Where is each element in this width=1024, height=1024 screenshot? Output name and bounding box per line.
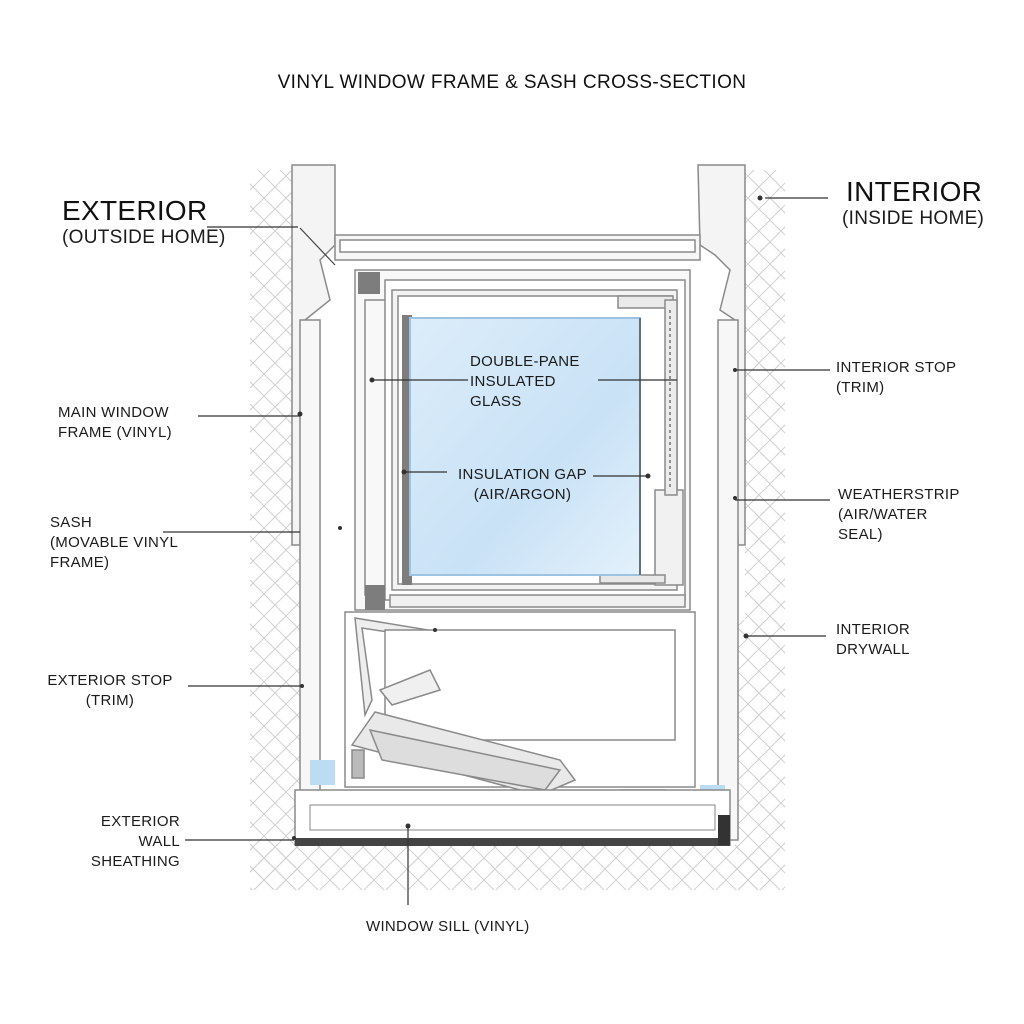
int-stop-label-line: INTERIOR STOP — [836, 359, 957, 376]
interior-sub: (INSIDE HOME) — [842, 208, 985, 229]
exterior-label: EXTERIOR (OUTSIDE HOME) — [62, 195, 226, 249]
exterior-sub: (OUTSIDE HOME) — [62, 227, 226, 248]
diagram-title: VINYL WINDOW FRAME & SASH CROSS-SECTION — [277, 72, 747, 93]
sash-label-line: FRAME) — [50, 554, 110, 571]
interior-wall-hatch — [735, 170, 785, 890]
lower-sash — [310, 611, 725, 810]
exterior-heading: EXTERIOR — [62, 195, 208, 226]
window-sill — [294, 789, 731, 846]
main-frame-label: MAIN WINDOW FRAME (VINYL) — [58, 403, 172, 443]
interior-label: INTERIOR (INSIDE HOME) — [842, 176, 984, 230]
ext-wall-label-line: SHEATHING — [90, 853, 180, 870]
exterior-stop-label: EXTERIOR STOP (TRIM) — [36, 671, 184, 711]
weatherstrip-label-line: WEATHERSTRIP — [838, 486, 960, 503]
main-frame-label-line: MAIN WINDOW — [58, 404, 169, 421]
gap-label-line: (AIR/ARGON) — [473, 486, 572, 503]
leader-lines — [163, 197, 830, 905]
drywall-label-line: INTERIOR — [836, 621, 911, 638]
insulation-gap-label: INSULATION GAP (AIR/ARGON) — [450, 465, 595, 505]
sash-label: SASH (MOVABLE VINYL FRAME) — [50, 513, 178, 573]
weatherstrip-label: WEATHERSTRIP (AIR/WATER SEAL) — [838, 485, 960, 545]
glass-label-line: INSULATED — [470, 373, 556, 390]
interior-drywall-label: INTERIOR DRYWALL — [836, 620, 910, 660]
glass-label-line: DOUBLE-PANE — [470, 353, 580, 370]
main-frame-label-line: FRAME (VINYL) — [58, 424, 172, 441]
interior-stop-label: INTERIOR STOP (TRIM) — [836, 358, 956, 398]
drywall-label-line: DRYWALL — [836, 641, 910, 658]
sash-label-line: SASH — [50, 514, 93, 531]
ext-wall-label-line: EXTERIOR — [100, 813, 180, 830]
glass-label-line: GLASS — [470, 393, 522, 410]
weatherstrip-label-line: (AIR/WATER — [838, 506, 928, 523]
sill-label-line: WINDOW SILL (VINYL) — [366, 918, 530, 935]
int-stop-label-line: (TRIM) — [836, 379, 885, 396]
interior-heading: INTERIOR — [846, 176, 983, 207]
ext-stop-label-line: (TRIM) — [85, 692, 135, 709]
frame-head — [299, 227, 701, 266]
glass-label: DOUBLE-PANE INSULATED GLASS — [470, 352, 580, 412]
window-sill-label: WINDOW SILL (VINYL) — [366, 917, 530, 937]
weatherstrip-label-line: SEAL) — [838, 526, 883, 543]
sash-label-line: (MOVABLE VINYL — [50, 534, 179, 551]
ext-stop-label-line: EXTERIOR STOP — [47, 672, 173, 689]
double-pane-glass — [409, 317, 641, 576]
ext-wall-label-line: WALL — [138, 833, 180, 850]
exterior-wall-label: EXTERIOR WALL SHEATHING — [70, 812, 180, 872]
gap-label-line: INSULATION GAP — [458, 466, 587, 483]
